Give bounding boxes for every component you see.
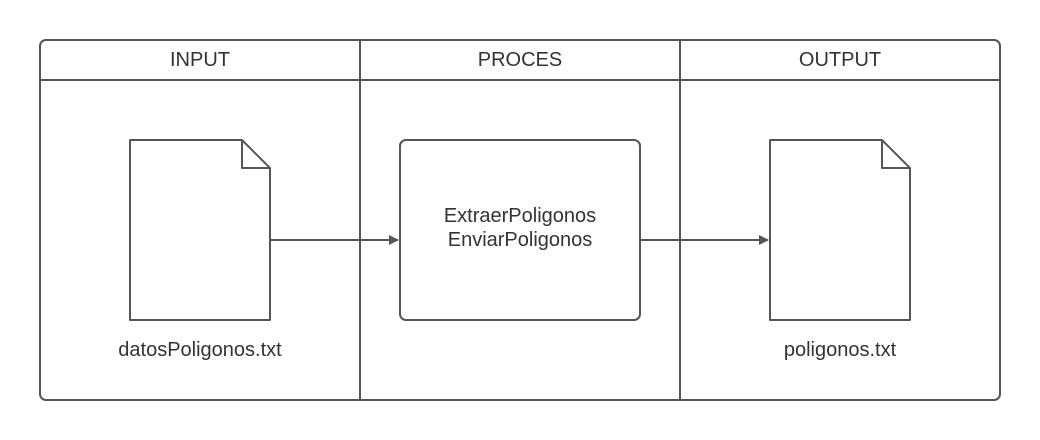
process-box — [399, 139, 641, 321]
swimlane-frame — [39, 39, 1001, 401]
lane-header-input: INPUT — [170, 49, 230, 71]
input-file-label: datosPoligonos.txt — [118, 339, 282, 361]
process-label: ExtraerPoligonos EnviarPoligonos — [402, 204, 638, 252]
input-document-icon — [129, 139, 271, 321]
lane-header-output: OUTPUT — [798, 49, 882, 71]
process-step-enviar: EnviarPoligonos — [447, 229, 593, 251]
lane-header-process: PROCES — [477, 49, 563, 71]
output-file-label: poligonos.txt — [783, 339, 897, 361]
input-document-fold — [241, 140, 270, 169]
output-document-icon — [769, 139, 911, 321]
process-step-extraer: ExtraerPoligonos — [443, 205, 597, 227]
output-document-fold — [881, 140, 910, 169]
